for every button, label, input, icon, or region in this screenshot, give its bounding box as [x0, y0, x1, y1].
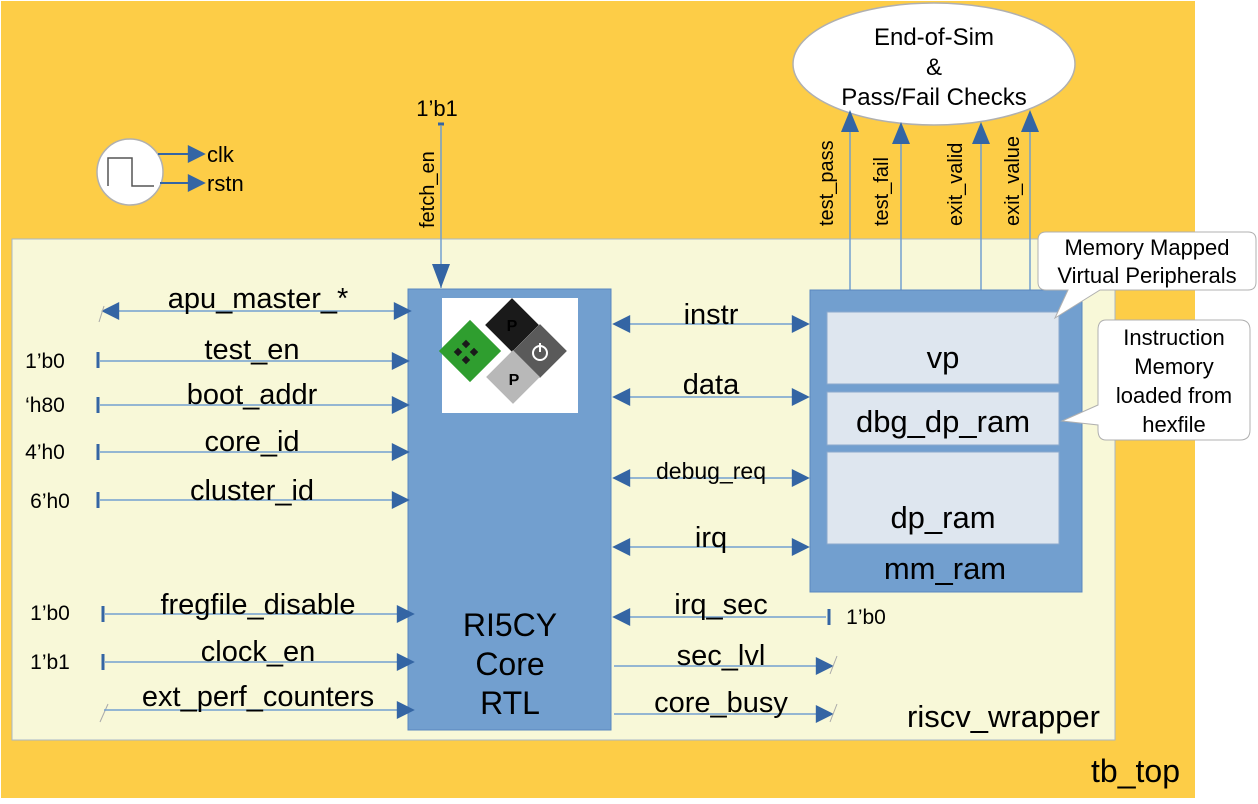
logo-green-dot-1 — [461, 339, 471, 349]
test-en-value: 1’b0 — [25, 350, 65, 373]
sec-lvl-label: sec_lvl — [677, 640, 766, 672]
dp-ram-label: dp_ram — [890, 500, 995, 535]
cluster-id-value: 6’h0 — [30, 490, 70, 513]
fetch-en-value: 1’b1 — [416, 96, 458, 121]
callout-imem-shape — [1060, 319, 1251, 441]
core-title-line-1: RI5CY — [463, 607, 557, 643]
cluster-id-label: cluster_id — [190, 475, 314, 507]
sec-lvl-slash — [829, 655, 838, 675]
exit-valid-label: exit_valid — [945, 143, 967, 226]
callout-mmvp-shape — [1037, 231, 1257, 320]
vp-cell — [826, 311, 1060, 385]
callout-imem-line-1: Instruction — [1123, 325, 1225, 350]
irq-sec-value: 1’b0 — [846, 606, 886, 629]
logo-letter-p-top: P — [507, 318, 518, 335]
callout-imem-line-2: Memory — [1134, 354, 1213, 379]
core-busy-label: core_busy — [654, 687, 788, 719]
mm-ram-label: mm_ram — [884, 551, 1006, 586]
check-signals: test_pass test_fail exit_valid exit_valu… — [816, 110, 1039, 312]
mm-ram-block: vp dbg_dp_ram dp_ram mm_ram — [809, 289, 1083, 593]
fregfile-value: 1’b0 — [30, 602, 70, 625]
core-title-line-2: Core — [475, 646, 544, 682]
fetch-en-label: fetch_en — [417, 151, 439, 228]
dp-ram-cell — [826, 451, 1060, 545]
exit-value-label: exit_value — [1002, 136, 1024, 226]
callout-memory-mapped: Memory Mapped Virtual Peripherals — [1037, 231, 1257, 320]
irq-sec-label: irq_sec — [674, 589, 768, 621]
fetch-en-arrowhead — [432, 264, 450, 288]
logo-green-dot-4 — [453, 347, 463, 357]
callout-mmvp-line-1: Memory Mapped — [1064, 235, 1229, 260]
irq-label: irq — [695, 522, 727, 554]
right-signals: irq_sec 1’b0 sec_lvl core_busy — [612, 589, 886, 723]
clock-en-label: clock_en — [201, 636, 315, 668]
callout-imem-line-3: loaded from — [1116, 383, 1232, 408]
core-busy-slash — [829, 703, 838, 723]
instr-label: instr — [684, 299, 739, 331]
clock-en-value: 1’b1 — [30, 651, 70, 674]
square-wave-icon — [107, 157, 154, 187]
ext-perf-slash — [99, 703, 109, 723]
end-of-sim-ellipse — [792, 2, 1076, 126]
apu-master-label: apu_master_* — [168, 283, 349, 315]
core-id-label: core_id — [204, 426, 299, 458]
test-pass-label: test_pass — [816, 140, 838, 226]
test-pass-arrowhead — [841, 110, 859, 132]
dbg-dp-ram-cell — [826, 391, 1060, 446]
debug-req-label: debug_req — [656, 458, 766, 484]
core-title-line-3: RTL — [480, 685, 540, 721]
vp-label: vp — [927, 340, 960, 375]
clock-generator-circle — [96, 138, 164, 206]
core-block: P P RI5CY Core RTL — [407, 288, 612, 731]
rstn-label: rstn — [207, 171, 244, 196]
core-id-value: 4’h0 — [25, 441, 65, 464]
clk-label: clk — [207, 142, 235, 167]
eos-line-1: End-of-Sim — [874, 24, 994, 51]
logo-green-dot-3 — [461, 355, 471, 365]
test-fail-arrowhead — [892, 122, 910, 144]
logo-piece-green — [438, 319, 502, 383]
boot-addr-label: boot_addr — [187, 379, 318, 411]
logo-letter-p-bottom: P — [509, 372, 520, 389]
clock-generator: clk rstn — [96, 138, 244, 206]
riscv-wrapper-label: riscv_wrapper — [907, 699, 1100, 734]
test-fail-label: test_fail — [871, 157, 893, 226]
ext-perf-label: ext_perf_counters — [142, 681, 374, 713]
apu-master-slash — [98, 305, 105, 323]
callout-instruction-memory: Instruction Memory loaded from hexfile — [1060, 319, 1251, 441]
boot-addr-value: ‘h80 — [25, 394, 65, 417]
exit-valid-arrowhead — [972, 122, 990, 144]
tb-top-label: tb_top — [1091, 753, 1180, 789]
fetch-en-signal: 1’b1 fetch_en — [416, 96, 458, 288]
callout-mmvp-line-2: Virtual Peripherals — [1057, 263, 1236, 288]
test-en-label: test_en — [204, 334, 299, 366]
callout-imem-line-4: hexfile — [1142, 412, 1206, 437]
bus-signals: instr data debug_req irq — [612, 299, 810, 556]
fregfile-label: fregfile_disable — [160, 589, 355, 621]
logo-green-dot-2 — [469, 347, 479, 357]
data-label: data — [683, 369, 740, 401]
dbg-dp-ram-label: dbg_dp_ram — [856, 404, 1030, 439]
end-of-sim-checker: End-of-Sim & Pass/Fail Checks — [792, 2, 1076, 126]
left-input-signals: apu_master_* 1’b0 test_en ‘h80 boot_addr… — [25, 283, 415, 723]
exit-value-arrowhead — [1021, 110, 1039, 132]
eos-line-2: & — [926, 54, 942, 81]
eos-line-3: Pass/Fail Checks — [841, 84, 1026, 111]
